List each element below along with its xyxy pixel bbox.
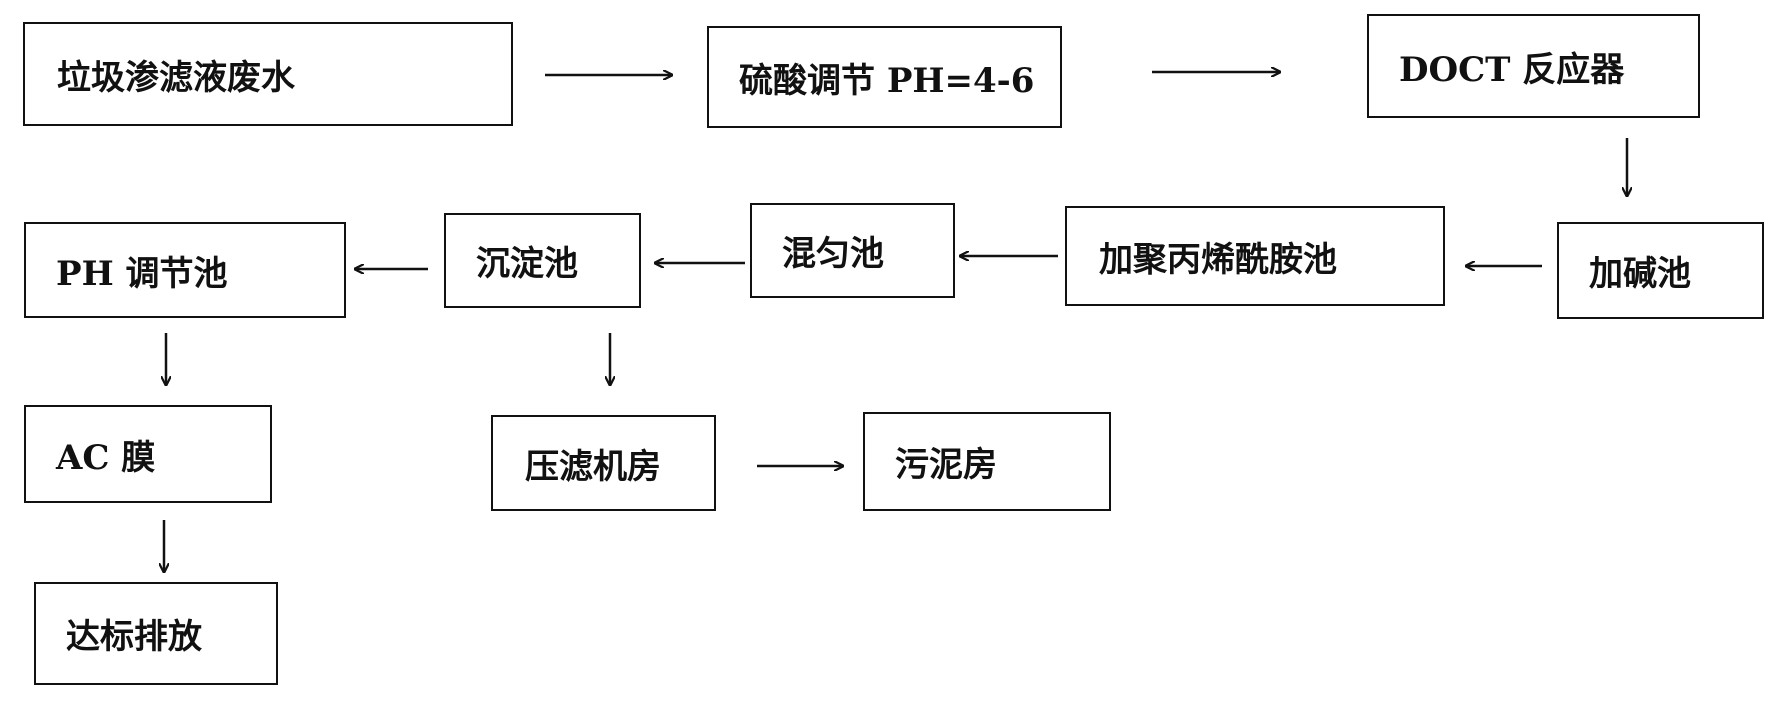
node-label: PH 调节池 xyxy=(56,253,228,294)
node-alkali-tank: 加碱池 xyxy=(1557,222,1764,319)
node-ac-membrane: AC 膜 xyxy=(24,405,272,503)
node-sedimentation-tank: 沉淀池 xyxy=(444,213,641,308)
node-mixing-tank: 混匀池 xyxy=(750,203,955,298)
node-sludge-room: 污泥房 xyxy=(863,412,1111,511)
node-ph-adjust-tank: PH 调节池 xyxy=(24,222,346,318)
node-label: 污泥房 xyxy=(895,445,997,485)
node-label: 沉淀池 xyxy=(476,244,578,284)
node-label: AC 膜 xyxy=(56,437,156,478)
node-label: 垃圾渗滤液废水 xyxy=(57,57,295,98)
node-label: 加聚丙烯酰胺池 xyxy=(1099,239,1337,280)
node-doct-reactor: DOCT 反应器 xyxy=(1367,14,1700,118)
node-label: 达标排放 xyxy=(66,617,202,657)
node-filter-press-room: 压滤机房 xyxy=(491,415,716,511)
node-discharge: 达标排放 xyxy=(34,582,278,685)
node-label: 硫酸调节 PH=4-6 xyxy=(739,60,1035,101)
node-landfill-leachate: 垃圾渗滤液废水 xyxy=(23,22,513,126)
node-pam-tank: 加聚丙烯酰胺池 xyxy=(1065,206,1445,306)
node-label: 混匀池 xyxy=(782,234,884,274)
node-label: DOCT 反应器 xyxy=(1399,50,1625,90)
node-label: 加碱池 xyxy=(1589,254,1691,294)
node-label: 压滤机房 xyxy=(525,446,661,487)
node-sulfuric-acid-ph: 硫酸调节 PH=4-6 xyxy=(707,26,1062,128)
